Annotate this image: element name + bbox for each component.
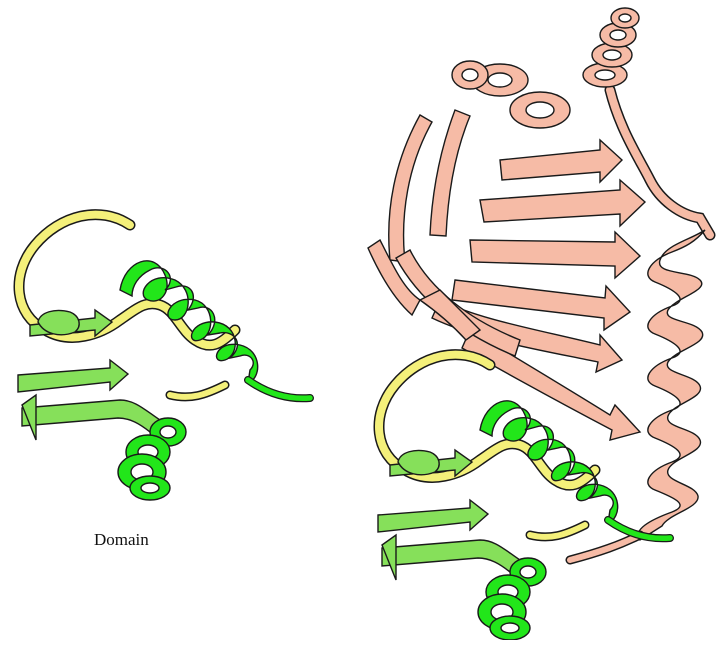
isolated-domain-ribbon <box>18 215 310 500</box>
bound-domain-ribbon <box>378 355 670 640</box>
domain-label: Domain <box>94 530 149 550</box>
